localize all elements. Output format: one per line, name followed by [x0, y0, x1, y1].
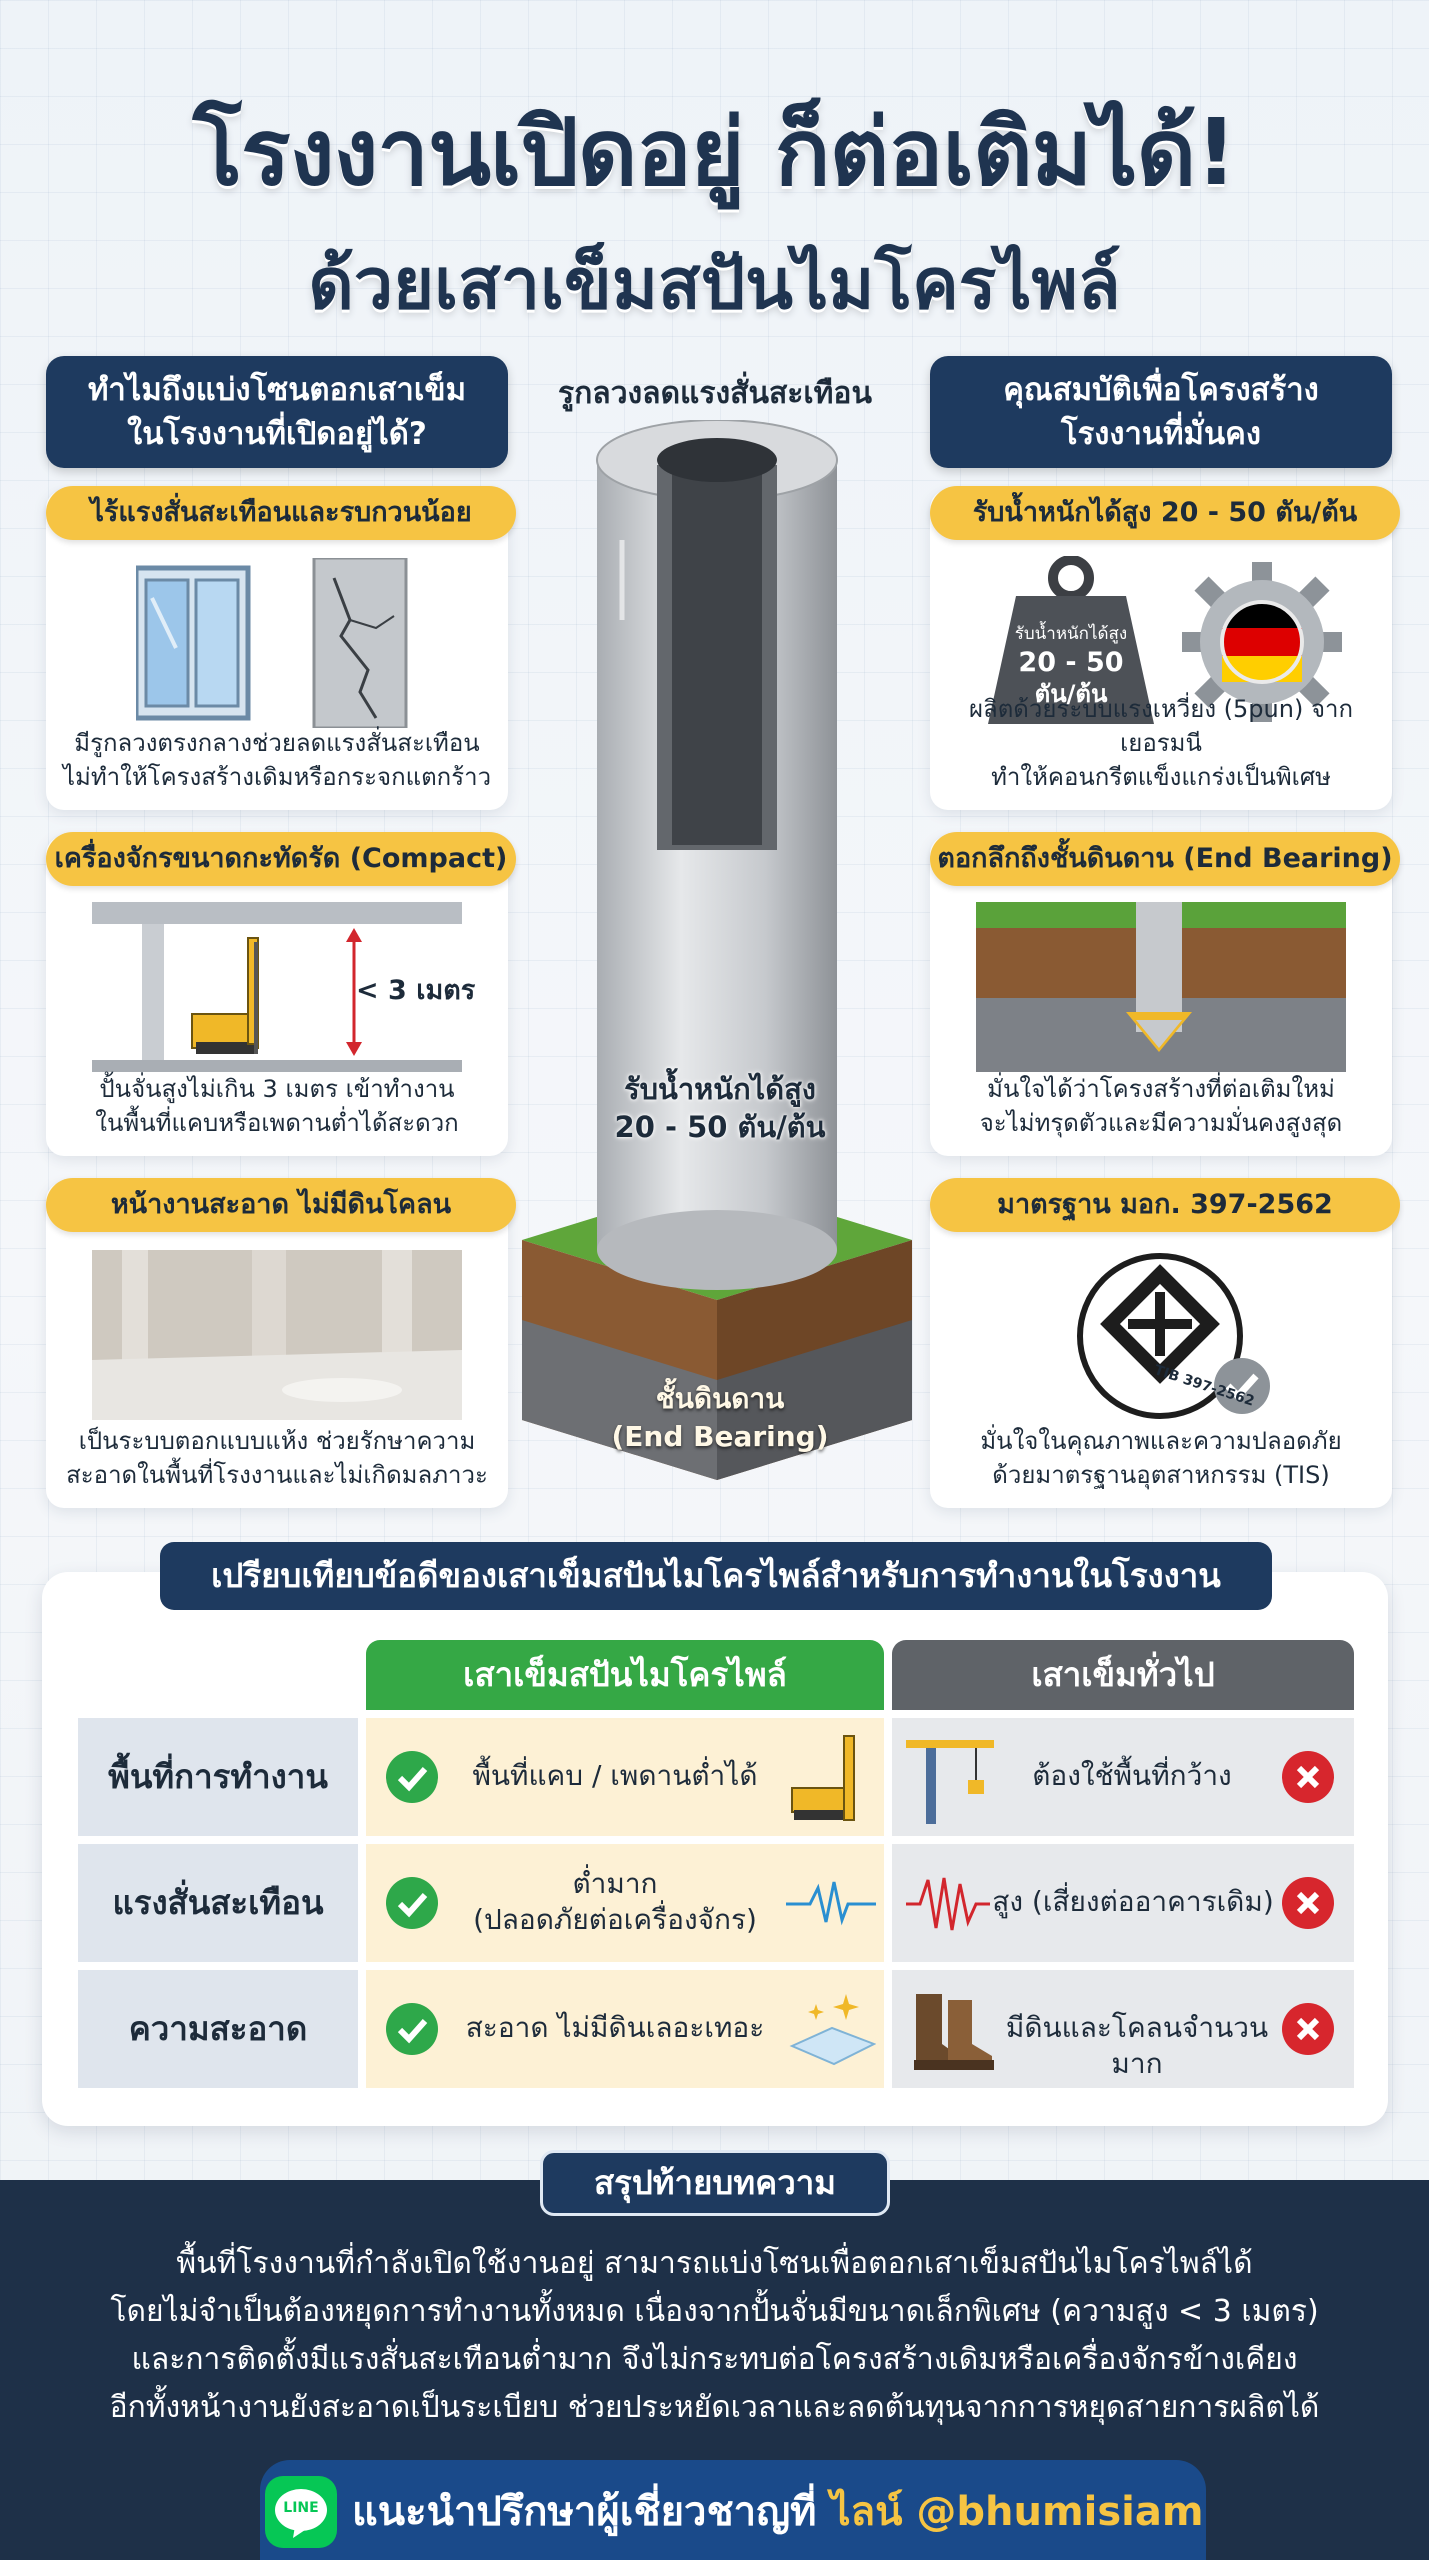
- subtitle: ด้วยเสาเข็มสปันไมโครไพล์: [308, 243, 1121, 325]
- column-header-spun-micropile: เสาเข็มสปันไมโครไพล์: [366, 1640, 884, 1710]
- cell-general-vibration: สูง (เสี่ยงต่ออาคารเดิม): [892, 1844, 1354, 1962]
- hollow-core-caption: รูกลวงลดแรงสั่นสะเทือน: [558, 376, 872, 411]
- line-contact-banner[interactable]: [260, 2460, 1206, 2560]
- cell-general-cleanliness: มีดินและโคลนจำนวนมาก: [892, 1970, 1354, 2088]
- row-label-work-area: พื้นที่การทำงาน: [78, 1718, 358, 1836]
- feature-pill: ไร้แรงสั่นสะเทือนและรบกวนน้อย: [46, 486, 516, 540]
- right-column-header: คุณสมบัติเพื่อโครงสร้าง โรงงานที่มั่นคง: [930, 356, 1392, 468]
- weight-icon: [988, 556, 1154, 724]
- feature-card-tis-standard: มาตรฐาน มอก. 397-2562 TIB 397-2562 มั่นใ…: [930, 1178, 1400, 1508]
- weight-value: 20 - 50: [1018, 647, 1124, 678]
- summary-line: พื้นที่โรงงานที่กำลังเปิดใช้งานอยู่ สามา…: [176, 2246, 1253, 2281]
- cell-general-work-area: ต้องใช้พื้นที่กว้าง: [892, 1718, 1354, 1836]
- cell-spun-cleanliness: สะอาด ไม่มีดินเลอะเทอะ: [366, 1970, 884, 2088]
- cell-spun-vibration: ต่ำมาก (ปลอดภัยต่อเครื่องจักร): [366, 1844, 884, 1962]
- clean-floor-illustration: [92, 1250, 462, 1420]
- window-crack-illustration: [136, 558, 408, 728]
- check-icon: [386, 2003, 438, 2055]
- feature-card-clean-site: หน้างานสะอาด ไม่มีดินโคลน เป็นระบบตอกแบบ…: [46, 1178, 516, 1508]
- check-icon: [386, 1877, 438, 1929]
- compact-rig-icon: [791, 1735, 855, 1821]
- line-logo-icon[interactable]: LINE: [265, 2476, 337, 2548]
- row-label-vibration: แรงสั่นสะเทือน: [78, 1844, 358, 1962]
- summary-line: และการติดตั้งมีแรงสั่นสะเทือนต่ำมาก จึงไ…: [131, 2342, 1298, 2377]
- tis-seal-icon: [1077, 1253, 1270, 1419]
- line-contact-text[interactable]: แนะนำปรึกษาผู้เชี่ยวชาญที่ ไลน์ @bhumisi…: [352, 2489, 1204, 2535]
- line-handle[interactable]: ไลน์ @bhumisiam: [830, 2489, 1204, 2535]
- feature-card-compact-machine: เครื่องจักรขนาดกะทัดรัด (Compact) < 3 เม…: [46, 832, 516, 1156]
- compact-rig-illustration: [92, 902, 462, 1072]
- muddy-boots-icon: [914, 1994, 994, 2070]
- check-icon: [386, 1751, 438, 1803]
- line-logo-text: LINE: [283, 2500, 319, 2516]
- cell-spun-work-area: พื้นที่แคบ / เพดานต่ำได้: [366, 1718, 884, 1836]
- pile-load-label: รับน้ำหนักได้สูง 20 - 50 ตัน/ต้น: [614, 1072, 826, 1144]
- main-title: โรงงานเปิดอยู่ ก็ต่อเติมได้!: [192, 99, 1238, 206]
- feature-pill: ตอกลึกถึงชั้นดินดาน (End Bearing): [930, 832, 1400, 886]
- soil-layers-illustration: [976, 902, 1346, 1072]
- feature-card-load-capacity: รับน้ำหนักได้สูง 20 - 50 ตัน/ต้น รับน้ำห…: [930, 486, 1400, 810]
- feature-card-no-vibration: ไร้แรงสั่นสะเทือนและรบกวนน้อย มีรูกลวงตร…: [46, 486, 516, 810]
- sparkle-floor-icon: [789, 1994, 876, 2066]
- summary-tag: สรุปท้ายบทความ: [540, 2150, 890, 2216]
- summary-line: โดยไม่จำเป็นต้องหยุดการทำงานทั้งหมด เนื่…: [110, 2294, 1319, 2329]
- feature-pill: มาตรฐาน มอก. 397-2562: [930, 1178, 1400, 1232]
- spun-micropile-illustration: [522, 420, 912, 1480]
- high-wave-icon: [906, 1877, 990, 1931]
- comparison-title: เปรียบเทียบข้อดีของเสาเข็มสปันไมโครไพล์ส…: [160, 1542, 1272, 1610]
- x-icon: [1282, 2003, 1334, 2055]
- feature-card-end-bearing: ตอกลึกถึงชั้นดินดาน (End Bearing) มั่นใจ…: [930, 832, 1400, 1156]
- feature-pill: หน้างานสะอาด ไม่มีดินโคลน: [46, 1178, 516, 1232]
- summary-line: อีกทั้งหน้างานยังสะอาดเป็นระเบียบ ช่วยปร…: [109, 2390, 1320, 2425]
- weight-unit: ตัน/ต้น: [1034, 680, 1108, 708]
- column-header-general-pile: เสาเข็มทั่วไป: [892, 1640, 1354, 1710]
- x-icon: [1282, 1751, 1334, 1803]
- row-label-cleanliness: ความสะอาด: [78, 1970, 358, 2088]
- bearing-layer-label: ชั้นดินดาน (End Bearing): [611, 1382, 829, 1453]
- x-icon: [1282, 1877, 1334, 1929]
- weight-small-label: รับน้ำหนักได้สูง: [1014, 624, 1128, 644]
- height-label: < 3 เมตร: [356, 975, 476, 1006]
- low-wave-icon: [786, 1881, 876, 1926]
- feature-pill: รับน้ำหนักได้สูง 20 - 50 ตัน/ต้น: [930, 486, 1400, 540]
- german-gear-icon: [1182, 562, 1342, 722]
- feature-pill: เครื่องจักรขนาดกะทัดรัด (Compact): [46, 832, 516, 886]
- crane-icon: [906, 1740, 994, 1824]
- left-column-header: ทำไมถึงแบ่งโซนตอกเสาเข็ม ในโรงงานที่เปิด…: [46, 356, 508, 468]
